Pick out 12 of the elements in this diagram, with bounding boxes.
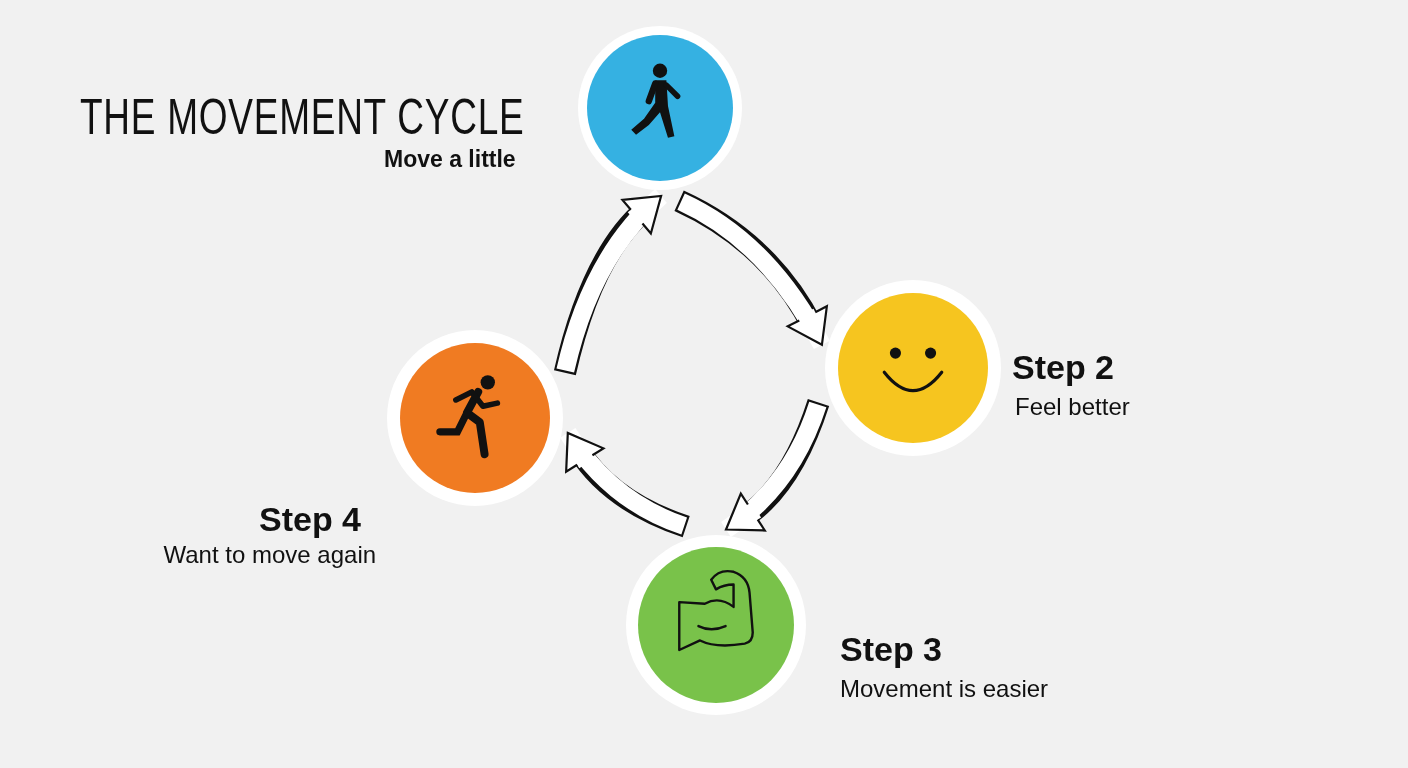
step-circle (825, 280, 1001, 456)
diagram-title: THE MOVEMENT CYCLE (80, 92, 525, 142)
step-heading: Step 2 (1012, 348, 1115, 388)
step-caption: Move a little (384, 146, 516, 173)
step-caption: Feel better (1015, 393, 1130, 421)
step-heading: Step 4 (259, 500, 362, 540)
step-circle (626, 535, 806, 715)
step-circle (387, 330, 563, 506)
step-circle (578, 26, 742, 190)
step-heading: Step 3 (840, 630, 943, 670)
step-caption: Movement is easier (840, 675, 1049, 703)
step-caption: Want to move again (163, 541, 377, 569)
